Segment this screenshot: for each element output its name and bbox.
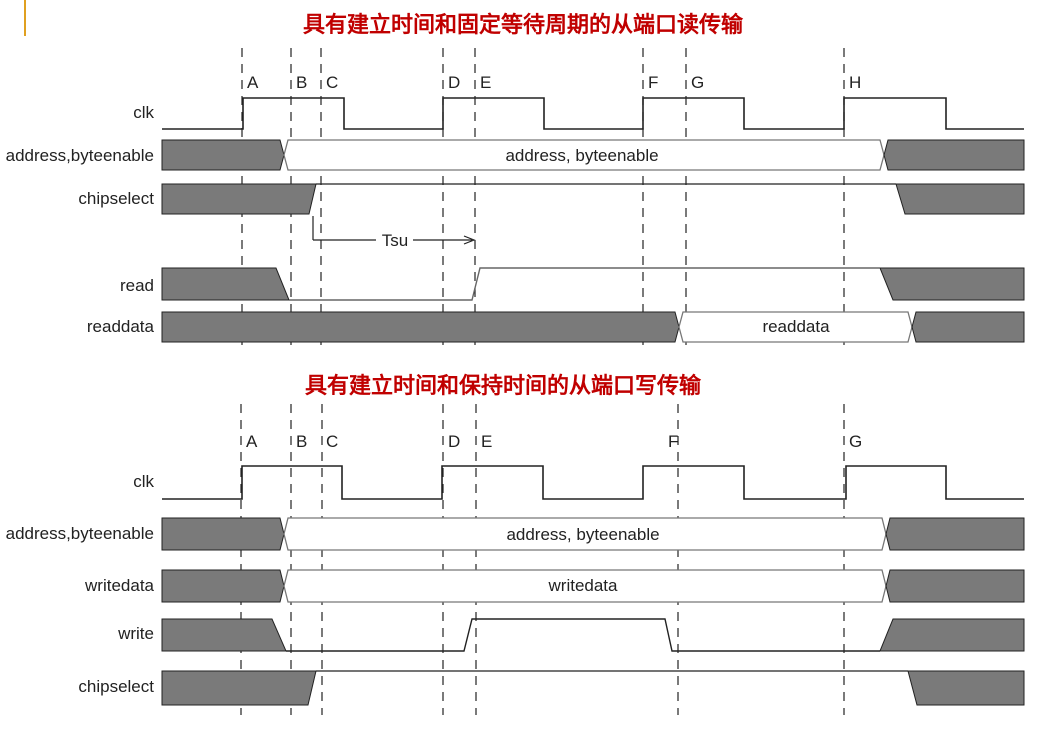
read-readdata-segment-0 — [161, 311, 680, 343]
read-chipselect-valid-region-1 — [895, 183, 1025, 215]
write-address-byteenable-segment-2 — [885, 517, 1025, 551]
read-read-valid-region-1 — [879, 267, 1025, 301]
read-clk-waveform — [162, 97, 1024, 130]
read-address-byteenable-segment-2 — [883, 139, 1025, 171]
read-tsu-label: Tsu — [382, 231, 408, 250]
read-label-chipselect: chipselect — [78, 189, 154, 208]
read-tsu-arrowhead — [463, 235, 476, 245]
read-chipselect-valid-region-0 — [161, 183, 317, 215]
read-marker-H: H — [849, 73, 861, 92]
read-address-byteenable-segment-1 — [283, 139, 885, 171]
read-marker-D: D — [448, 73, 460, 92]
write-write-valid-region-1 — [879, 618, 1025, 652]
write-label-writedata: writedata — [84, 576, 155, 595]
read-marker-E: E — [480, 73, 491, 92]
write-marker-B: B — [296, 432, 307, 451]
write-writedata-segment-0 — [161, 569, 285, 603]
write-address-byteenable-segment-0 — [161, 517, 285, 551]
read-address-byteenable-segment-0 — [161, 139, 285, 171]
write-address-byteenable-segment-1 — [283, 517, 887, 551]
write-label-address-byteenable: address,byteenable — [6, 524, 154, 543]
write-marker-C: C — [326, 432, 338, 451]
write-writedata-segment-2 — [885, 569, 1025, 603]
write-marker-G: G — [849, 432, 862, 451]
write-label-chipselect: chipselect — [78, 677, 154, 696]
write-label-clk: clk — [133, 472, 154, 491]
read-marker-F: F — [648, 73, 658, 92]
read-readdata-bus-label: readdata — [762, 317, 830, 336]
read-label-clk: clk — [133, 103, 154, 122]
read-label-readdata: readdata — [87, 317, 155, 336]
write-marker-F: F — [668, 432, 678, 451]
read-read-valid-region-0 — [161, 267, 290, 301]
read-marker-G: G — [691, 73, 704, 92]
write-chipselect-valid-region-0 — [161, 670, 317, 706]
write-write-valid-region-0 — [161, 618, 287, 652]
write-marker-E: E — [481, 432, 492, 451]
write-write-strobe-line — [286, 618, 880, 652]
write-clk-waveform — [162, 465, 1024, 500]
write-diagram-title: 具有建立时间和保持时间的从端口写传输 — [304, 374, 701, 399]
read-readdata-segment-1 — [678, 311, 913, 343]
write-marker-A: A — [246, 432, 258, 451]
slide-accent-bar — [24, 0, 26, 36]
read-marker-C: C — [326, 73, 338, 92]
read-address-byteenable-bus-label: address, byteenable — [505, 146, 658, 165]
read-read-strobe-line — [289, 267, 880, 301]
read-diagram-title: 具有建立时间和固定等待周期的从端口读传输 — [302, 13, 743, 38]
write-writedata-segment-1 — [283, 569, 887, 603]
read-marker-B: B — [296, 73, 307, 92]
write-address-byteenable-bus-label: address, byteenable — [506, 525, 659, 544]
read-label-address-byteenable: address,byteenable — [6, 146, 154, 165]
read-label-read: read — [120, 276, 154, 295]
read-marker-A: A — [247, 73, 259, 92]
write-chipselect-valid-region-1 — [907, 670, 1025, 706]
write-label-write: write — [117, 624, 154, 643]
write-marker-D: D — [448, 432, 460, 451]
read-readdata-segment-2 — [911, 311, 1025, 343]
write-writedata-bus-label: writedata — [548, 576, 619, 595]
